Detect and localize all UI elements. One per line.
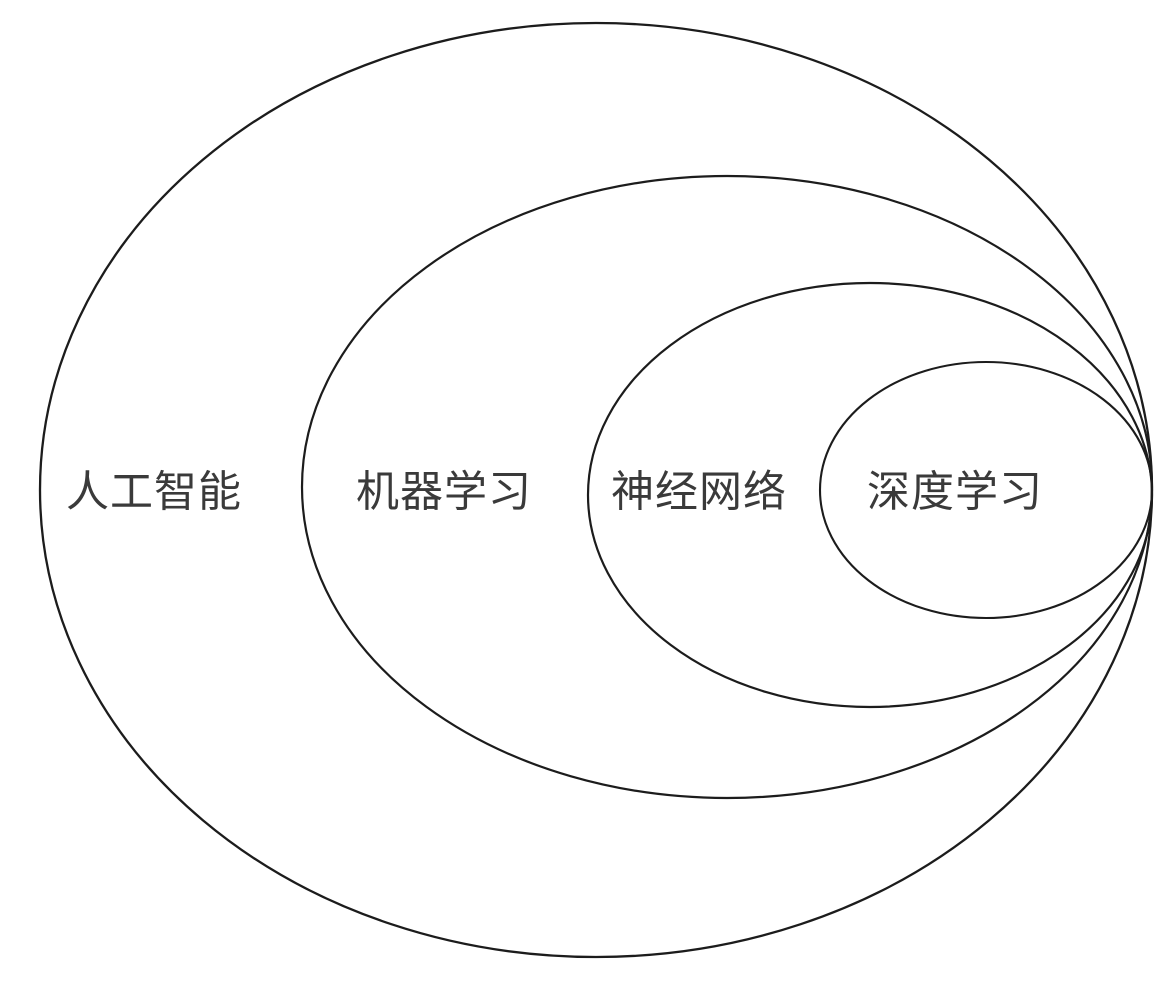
label-machine-learning: 机器学习 [356, 467, 532, 518]
label-deep-learning: 深度学习 [867, 467, 1043, 518]
label-artificial-intelligence: 人工智能 [66, 467, 242, 518]
ellipse-deep-learning[interactable] [820, 362, 1152, 618]
label-neural-networks: 神经网络 [611, 467, 787, 518]
